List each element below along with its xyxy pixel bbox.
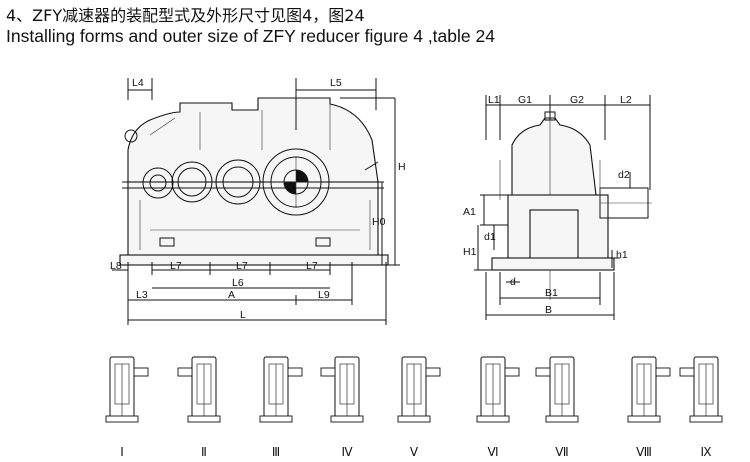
mounting-form-3: Ⅲ: [259, 356, 303, 459]
mounting-form-8: Ⅷ: [627, 356, 671, 459]
mounting-form-label: Ⅷ: [636, 445, 652, 459]
dim-label-b1: B1: [545, 287, 558, 299]
dim-label-l9: L9: [318, 289, 330, 301]
side-view: [474, 95, 652, 320]
dim-label-b: B: [545, 304, 552, 316]
dim-label-l5: L5: [330, 77, 342, 89]
dim-label-l7-b: L7: [236, 260, 248, 272]
title-english: Installing forms and outer size of ZFY r…: [6, 26, 495, 46]
mounting-form-9: Ⅸ: [679, 356, 723, 459]
dim-label-l1: L1: [488, 94, 500, 106]
dim-label-l6: L6: [232, 277, 244, 289]
dim-label-d2: d2: [618, 169, 630, 181]
mounting-form-1: Ⅰ: [105, 356, 149, 459]
title-chinese: 4、ZFY减速器的装配型式及外形尺寸见图4，图24: [6, 6, 365, 25]
dim-label-a1: A1: [463, 206, 476, 218]
mounting-form-label: Ⅳ: [341, 445, 352, 459]
dim-label-l7-a: L7: [170, 260, 182, 272]
mounting-form-6: Ⅵ: [476, 356, 520, 459]
dim-label-d: d: [510, 276, 516, 288]
mounting-form-5: Ⅴ: [397, 356, 441, 459]
mounting-form-label: Ⅰ: [120, 445, 124, 459]
mounting-form-4: Ⅳ: [320, 356, 364, 459]
dim-label-l7-c: L7: [306, 260, 318, 272]
dim-label-l: L: [240, 309, 246, 321]
dim-label-d1: d1: [484, 231, 496, 243]
dim-label-a: A: [228, 289, 235, 301]
mounting-form-label: Ⅱ: [201, 445, 207, 459]
dim-label-g2: G2: [570, 94, 584, 106]
dim-label-l2: L2: [620, 94, 632, 106]
dim-label-h0: H0: [372, 216, 386, 228]
mounting-form-label: Ⅸ: [700, 445, 711, 459]
dim-label-l3: L3: [136, 289, 148, 301]
mounting-form-2: Ⅱ: [177, 356, 221, 459]
mounting-forms-row: Ⅰ Ⅱ Ⅲ Ⅳ Ⅴ Ⅵ Ⅶ Ⅷ Ⅸ: [105, 356, 723, 459]
dim-label-g1: G1: [518, 94, 532, 106]
dim-label-h1-lower: h1: [616, 249, 628, 261]
mounting-form-label: Ⅲ: [272, 445, 280, 459]
dim-label-h1-upper: H1: [463, 246, 477, 258]
dim-label-l8: L8: [110, 260, 122, 272]
mounting-form-label: Ⅵ: [487, 445, 498, 459]
front-view: [112, 78, 400, 325]
mounting-form-label: Ⅶ: [555, 445, 568, 459]
dim-label-h: H: [398, 161, 406, 173]
mounting-form-7: Ⅶ: [535, 356, 579, 459]
dim-label-l4: L4: [132, 77, 144, 89]
mounting-form-label: Ⅴ: [410, 445, 419, 459]
